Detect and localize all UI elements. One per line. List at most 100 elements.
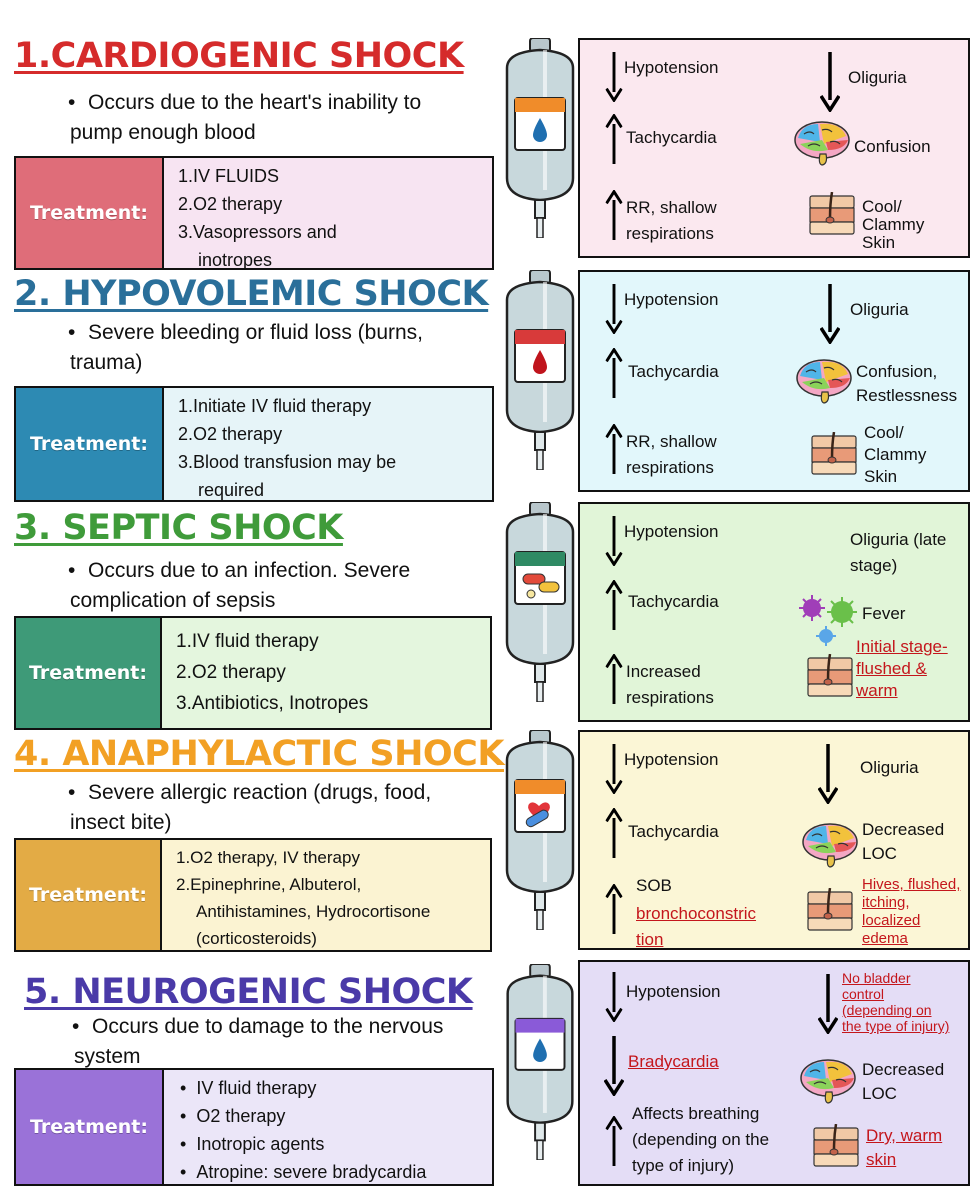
treatment-list: 1.O2 therapy, IV therapy 2.Epinephrine, …: [176, 848, 431, 948]
symptom-cool: Cool/: [862, 197, 902, 216]
treatment-box: Treatment: 1.O2 therapy, IV therapy 2.Ep…: [14, 838, 492, 952]
symptom-decreased: Decreased: [862, 820, 945, 839]
arrow-up-icon: [604, 808, 624, 858]
section-title: 1.CARDIOGENIC SHOCK: [14, 36, 464, 76]
arrow-down-icon: [604, 744, 624, 794]
symptom-warm: warm: [856, 681, 898, 700]
arrow-down-icon: [820, 284, 840, 344]
treatment-list: 1.Initiate IV fluid therapy 2.O2 therapy…: [178, 396, 397, 500]
treatment-box: Treatment: • IV fluid therapy • O2 thera…: [14, 1068, 494, 1186]
section-cardiogenic: 1.CARDIOGENIC SHOCK •Occurs due to the h…: [0, 0, 975, 270]
arrow-down-icon: [818, 972, 838, 1036]
section-anaphylactic: 4. ANAPHYLACTIC SHOCK •Severe allergic r…: [0, 730, 975, 960]
symptom-itching: itching,: [862, 894, 910, 911]
bullet-icon: •: [180, 1162, 197, 1182]
symptom-bronchoconstriction: bronchoconstric: [636, 904, 757, 923]
iv-bag-icon: [495, 38, 585, 238]
symptom-fever: Fever: [862, 604, 906, 623]
arrow-down-icon: [604, 284, 624, 334]
symptom-edema: edema: [862, 930, 908, 947]
arrow-up-icon: [604, 190, 624, 240]
arrow-up-icon: [604, 424, 624, 474]
symptom-loc: LOC: [862, 844, 897, 863]
arrow-up-icon: [604, 580, 624, 630]
bullet-icon: •: [68, 781, 76, 804]
treatment-label: Treatment:: [16, 618, 162, 728]
arrow-up-icon: [604, 1116, 624, 1166]
treatment-label: Treatment:: [16, 1070, 164, 1184]
pills-icon: [522, 573, 560, 599]
symptom-loc: LOC: [862, 1084, 897, 1103]
symptom-confusion: Confusion: [854, 137, 931, 156]
symptom-tachycardia: Tachycardia: [628, 362, 719, 381]
symptom-hypotension: Hypotension: [624, 522, 719, 541]
drop-icon: [533, 1038, 547, 1062]
symptom-respirations-line2: respirations: [626, 688, 714, 707]
symptom-dry-warm: Dry, warm: [866, 1126, 943, 1145]
brain-icon: [792, 120, 852, 166]
arrow-down-icon: [820, 52, 840, 112]
treatment-label: Treatment:: [16, 388, 164, 500]
symptom-decreased: Decreased: [862, 1060, 945, 1079]
blood-drop-icon: [533, 350, 547, 374]
symptom-skin: Skin: [862, 233, 896, 252]
iv-bag-icon: [495, 502, 585, 702]
symptom-rr-line2: respirations: [626, 224, 714, 243]
bullet-icon: •: [180, 1134, 197, 1154]
arrow-down-icon: [818, 744, 838, 804]
treatment-list: • IV fluid therapy • O2 therapy • Inotro…: [180, 1078, 427, 1182]
treatment-list: 1.IV FLUIDS 2.O2 therapy 3.Vasopressors …: [178, 166, 337, 270]
arrow-down-icon: [604, 52, 624, 102]
skin-icon: [808, 192, 856, 236]
symptom-breathing-line3: type of injury): [632, 1156, 735, 1175]
section-neurogenic: 5. NEUROGENIC SHOCK •Occurs due to damag…: [0, 960, 975, 1200]
section-septic: 3. SEPTIC SHOCK •Occurs due to an infect…: [0, 502, 975, 730]
symptom-oliguria: Oliguria (late: [850, 530, 947, 549]
symptom-bronchoconstriction-line2: tion: [636, 930, 664, 949]
symptom-bladder: No bladder: [842, 970, 911, 986]
arrow-up-icon: [604, 654, 624, 704]
section-title: 4. ANAPHYLACTIC SHOCK: [14, 734, 505, 774]
symptom-restlessness: Restlessness: [856, 386, 958, 405]
section-title: 2. HYPOVOLEMIC SHOCK: [14, 274, 489, 314]
treatment-list: 1.IV fluid therapy 2.O2 therapy 3.Antibi…: [176, 631, 369, 714]
symptom-hypotension: Hypotension: [624, 290, 719, 309]
symptom-tachycardia: Tachycardia: [628, 592, 719, 611]
symptom-oliguria: Oliguria: [848, 68, 907, 87]
section-description: •Severe bleeding or fluid loss (burns, t…: [68, 318, 490, 378]
section-title: 5. NEUROGENIC SHOCK: [24, 972, 473, 1012]
symptoms-panel: Hypotension Tachycardia RR, shallow resp…: [578, 270, 970, 492]
arrow-up-icon: [604, 884, 624, 934]
symptom-respirations: Increased: [626, 662, 701, 681]
symptom-bladder-line3: (depending on: [842, 1002, 932, 1018]
symptom-tachycardia: Tachycardia: [626, 128, 717, 147]
symptom-localized: localized: [862, 912, 921, 929]
bullet-icon: •: [72, 1015, 80, 1038]
arrow-down-icon: [604, 1036, 624, 1096]
iv-bag-icon: [495, 964, 585, 1160]
symptoms-panel: Hypotension Tachycardia SOB bronchoconst…: [578, 730, 970, 950]
symptom-flushed: Initial stage-: [856, 637, 948, 656]
section-description: •Severe allergic reaction (drugs, food, …: [68, 778, 490, 838]
symptom-hives: Hives, flushed,: [862, 876, 961, 893]
skin-icon: [810, 432, 858, 476]
symptom-flushed-line2: flushed &: [856, 659, 927, 678]
symptom-bladder-line4: the type of injury): [842, 1018, 950, 1034]
section-title: 3. SEPTIC SHOCK: [14, 508, 343, 548]
symptom-clammy: Clammy: [864, 445, 927, 464]
bullet-icon: •: [180, 1106, 197, 1126]
symptom-tachycardia: Tachycardia: [628, 822, 719, 841]
skin-icon: [806, 888, 854, 932]
symptom-skin: skin: [866, 1150, 897, 1169]
brain-icon: [798, 1058, 858, 1104]
treatment-box: Treatment: 1.Initiate IV fluid therapy 2…: [14, 386, 494, 502]
symptom-confusion: Confusion,: [856, 362, 938, 381]
symptom-hypotension: Hypotension: [624, 750, 719, 769]
bullet-icon: •: [68, 91, 76, 114]
symptom-rr: RR, shallow: [626, 198, 717, 217]
arrow-up-icon: [604, 114, 624, 164]
treatment-label: Treatment:: [16, 840, 162, 950]
symptoms-panel: Hypotension Bradycardia Affects breathin…: [578, 960, 970, 1186]
section-hypovolemic: 2. HYPOVOLEMIC SHOCK •Severe bleeding or…: [0, 270, 975, 502]
symptom-rr: RR, shallow: [626, 432, 717, 451]
